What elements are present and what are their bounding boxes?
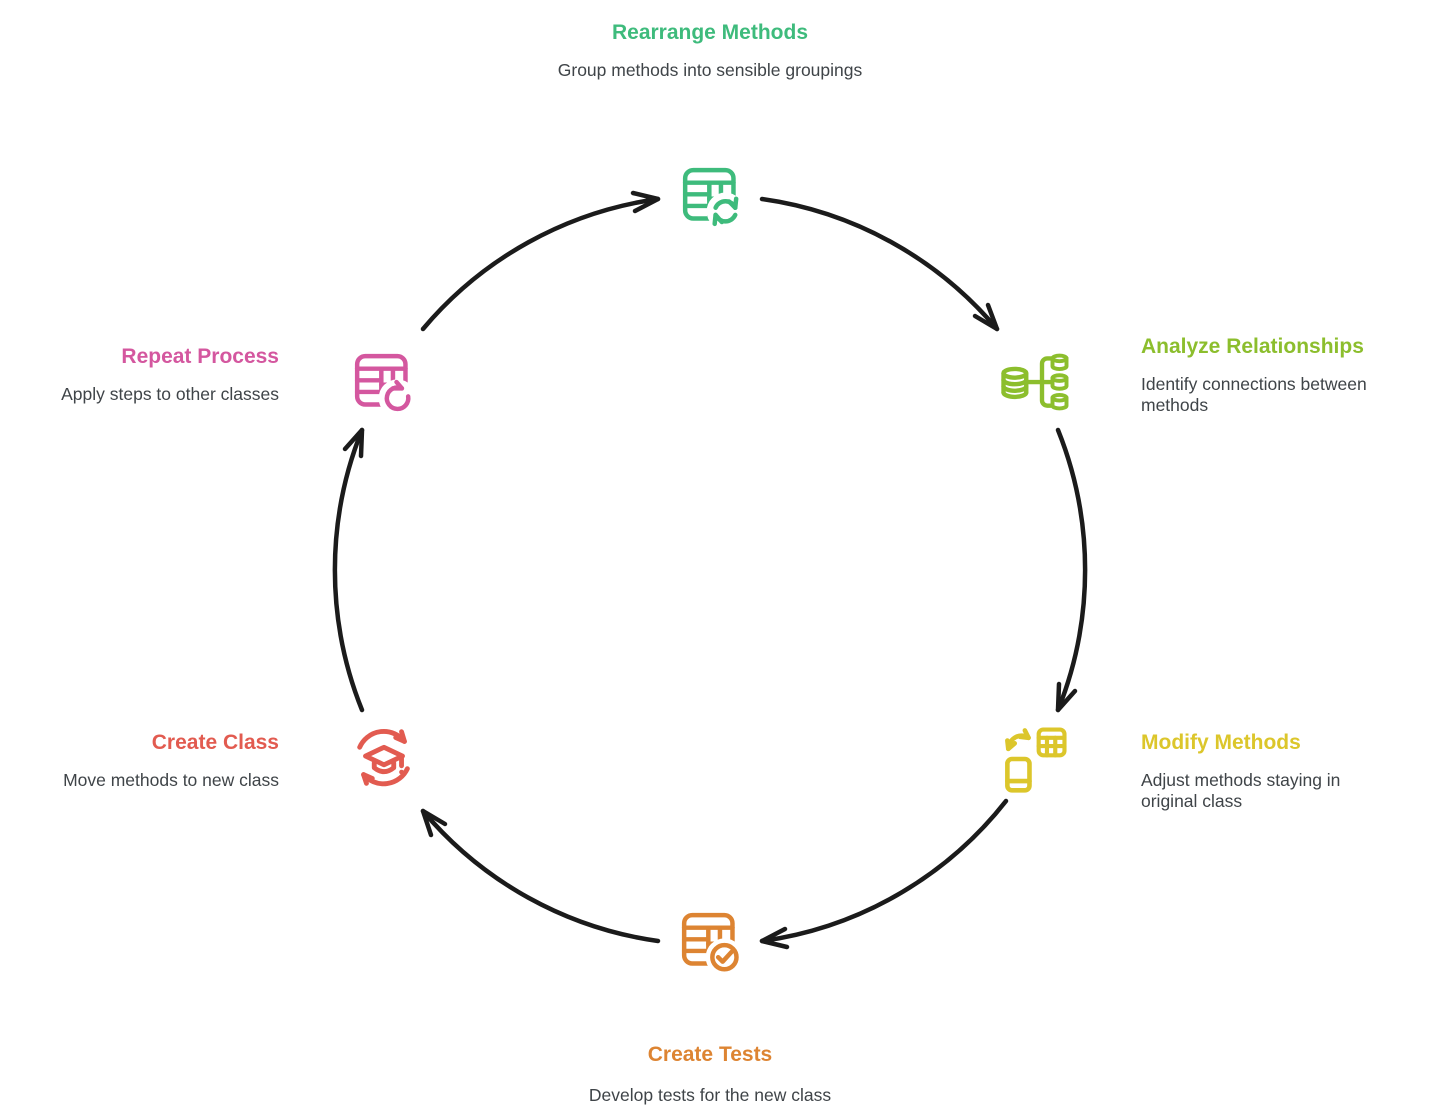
- arrow-repeat-to-rearrange: [420, 190, 661, 332]
- arrow-rearrange-to-analyze: [759, 196, 1000, 332]
- modify-methods-description: Adjust methods staying in original class: [1141, 770, 1341, 811]
- rearrange-methods-title: Rearrange Methods: [611, 21, 809, 44]
- database-relationships-icon: [1000, 347, 1070, 417]
- step-repeat-process: Repeat Process Apply steps to other clas…: [29, 344, 279, 405]
- step-analyze-relationships: Analyze Relationships Identify connectio…: [1141, 334, 1391, 416]
- repeat-process-title: Repeat Process: [121, 345, 279, 368]
- create-tests-description: Develop tests for the new class: [588, 1085, 832, 1105]
- table-check-icon: [677, 908, 745, 976]
- arrow-analyze-to-modify: [1055, 427, 1088, 713]
- arrow-class-to-repeat: [332, 427, 365, 713]
- create-class-title: Create Class: [151, 731, 279, 754]
- analyze-relationships-title: Analyze Relationships: [1141, 335, 1364, 358]
- step-rearrange-methods: Rearrange Methods Group methods into sen…: [535, 20, 885, 81]
- create-class-description: Move methods to new class: [63, 770, 279, 790]
- step-create-class: Create Class Move methods to new class: [29, 730, 279, 791]
- rearrange-methods-description: Group methods into sensible groupings: [557, 60, 863, 80]
- arrow-modify-to-tests: [759, 798, 1009, 950]
- arrow-tests-to-class: [420, 808, 661, 944]
- table-sync-icon: [678, 161, 746, 233]
- repeat-process-description: Apply steps to other classes: [61, 384, 279, 404]
- modify-methods-title: Modify Methods: [1141, 731, 1301, 754]
- device-table-swap-icon: [1000, 724, 1070, 794]
- step-create-tests: Create Tests Develop tests for the new c…: [535, 1042, 885, 1106]
- analyze-relationships-description: Identify connections between methods: [1141, 374, 1367, 415]
- graduation-cap-sync-icon: [347, 721, 421, 795]
- create-tests-title: Create Tests: [647, 1043, 773, 1066]
- step-modify-methods: Modify Methods Adjust methods staying in…: [1141, 730, 1359, 812]
- table-refresh-icon: [350, 348, 418, 418]
